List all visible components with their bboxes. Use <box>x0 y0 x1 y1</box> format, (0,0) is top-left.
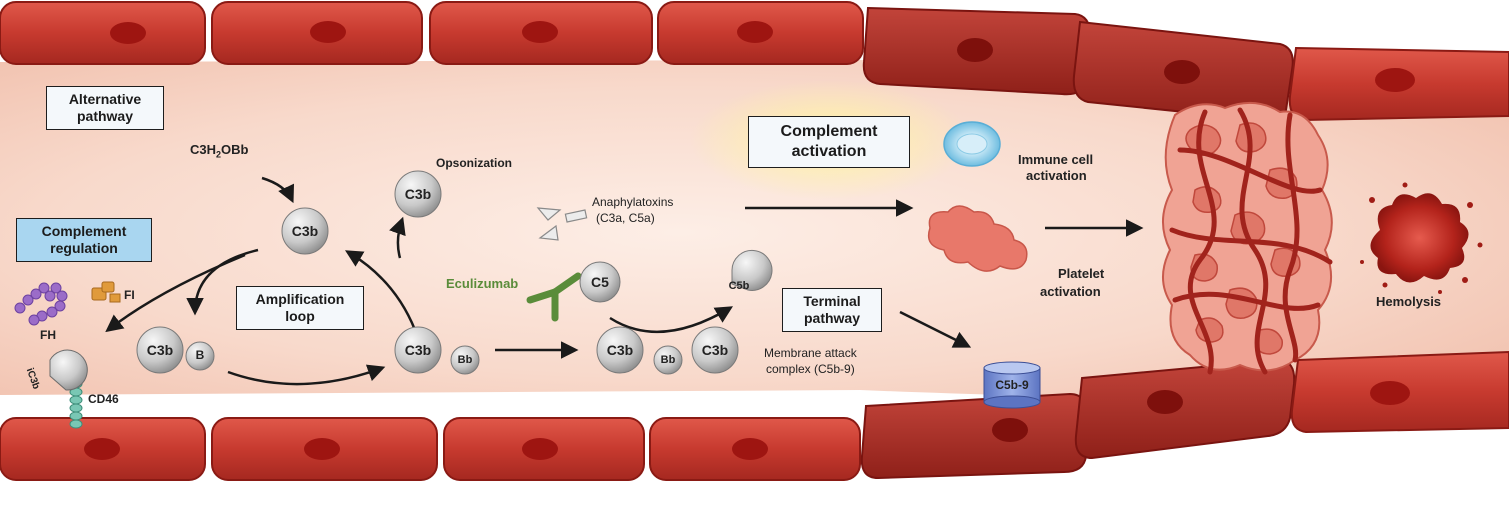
top-vessel-wall <box>0 1 1509 122</box>
arrow-to-opsonization <box>389 216 406 259</box>
c3b-sphere <box>596 326 644 374</box>
eculizumab-label: Eculizumab <box>446 276 519 291</box>
factor-i-icon <box>91 281 121 303</box>
anaphylatoxins-detail-label: (C3a, C5a) <box>596 211 655 225</box>
b-label: B <box>195 348 205 362</box>
c3b-label: C3b <box>606 342 634 358</box>
arrow-c3bb-to-c3bbb <box>227 364 386 386</box>
cd46-label: CD46 <box>88 392 119 406</box>
alternative-pathway-box: Alternative pathway <box>46 86 164 130</box>
c3b-label: C3b <box>146 342 174 358</box>
b-sphere <box>185 341 215 371</box>
bottom-vessel-wall <box>0 350 1509 481</box>
hemolysis-label: Hemolysis <box>1376 294 1442 309</box>
clot-icon <box>1161 101 1333 375</box>
factor-h-icon <box>14 282 68 326</box>
bb-sphere <box>653 345 683 375</box>
mac-cylinder-icon <box>983 361 1041 409</box>
mac-label: Membrane attack <box>764 346 857 360</box>
anaphylatoxin-fragments <box>536 207 588 241</box>
c3b-sphere <box>136 326 184 374</box>
arrow-to-regulation <box>105 253 246 333</box>
c3h2obb-label: C3H2OBb <box>190 142 249 160</box>
opsonization-label: Opsonization <box>436 156 512 170</box>
c3b-sphere <box>281 207 329 255</box>
anaphylatoxins-label: Anaphylatoxins <box>592 195 674 209</box>
c5b-label: C5b <box>728 280 750 292</box>
mac-detail-label: complex (C5b-9) <box>766 362 855 376</box>
c5b9-label: C5b-9 <box>995 378 1029 392</box>
antibody-icon <box>526 272 582 322</box>
c5-sphere <box>579 261 621 303</box>
c3b-sphere <box>691 326 739 374</box>
terminal-pathway-box: Terminal pathway <box>782 288 882 332</box>
arrow-c5-to-c5b <box>609 306 734 334</box>
c5b-sphere <box>731 249 773 291</box>
arrow-c3b-to-c3bb <box>186 248 259 316</box>
c3b-label: C3b <box>701 342 729 358</box>
c3b-sphere <box>394 170 442 218</box>
amplification-loop-box: Amplification loop <box>236 286 364 330</box>
platelet-label: Platelet <box>1058 266 1105 281</box>
ic3b-icon <box>49 349 88 391</box>
bb-label: Bb <box>660 354 676 366</box>
platelet-icon <box>927 205 1028 272</box>
c5-label: C5 <box>591 274 609 290</box>
immune-cell-icon <box>943 121 1001 167</box>
arrow-to-mac <box>899 310 972 348</box>
c3b-label: C3b <box>404 186 432 202</box>
hemolysis-splash-icon <box>1360 182 1483 294</box>
fi-label: FI <box>124 288 135 302</box>
immune-activation-label: activation <box>1026 168 1087 183</box>
arrow-loop-to-c3b <box>344 250 417 331</box>
platelet-activation-label: activation <box>1040 284 1101 299</box>
bb-sphere <box>450 345 480 375</box>
immune-cell-label: Immune cell <box>1018 152 1094 167</box>
bb-label: Bb <box>457 354 473 366</box>
c3b-label: C3b <box>404 342 432 358</box>
c3b-sphere <box>394 326 442 374</box>
complement-activation-box: Complement activation <box>748 116 910 168</box>
c3b-label: C3b <box>291 223 319 239</box>
fh-label: FH <box>40 328 56 342</box>
arrow-c3h2obb-to-c3b <box>261 176 294 204</box>
complement-regulation-box: Complement regulation <box>16 218 152 262</box>
